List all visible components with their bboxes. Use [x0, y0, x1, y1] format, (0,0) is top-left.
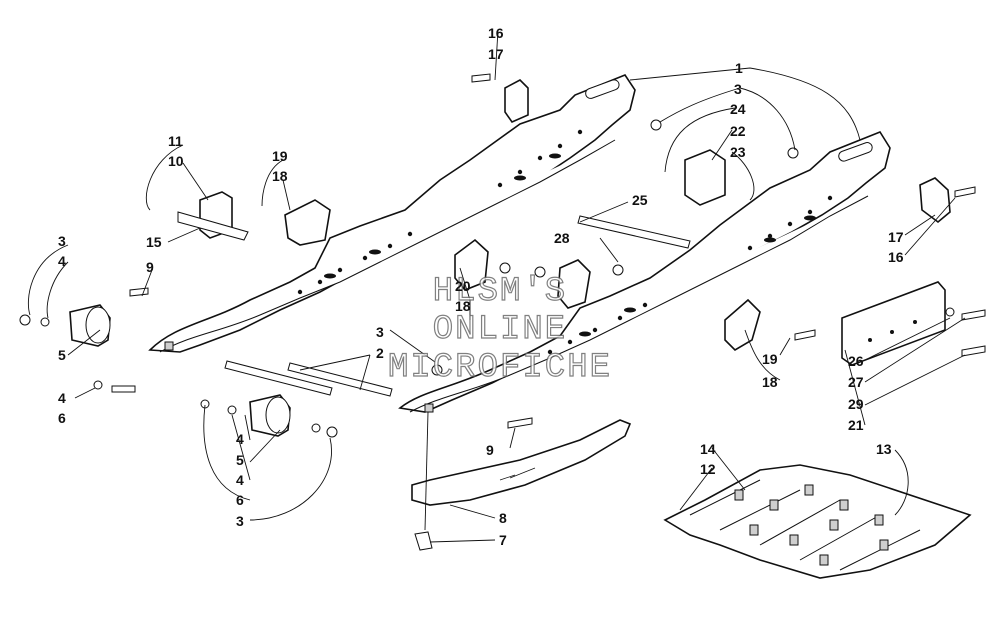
callout-24: 24: [730, 101, 746, 117]
bracket-22: [684, 149, 726, 206]
watermark-line-1: HLSM'S: [433, 273, 567, 311]
callout-22: 22: [730, 123, 746, 139]
callout-14: 14: [700, 441, 716, 457]
callout-6-b: 6: [236, 492, 244, 508]
callout-29: 29: [848, 396, 864, 412]
rail-holes-front: [547, 195, 833, 355]
callout-16-right: 16: [888, 249, 904, 265]
front-slide-rail: [398, 131, 891, 413]
callout-2: 2: [376, 345, 384, 361]
callout-17-right: 17: [888, 229, 904, 245]
callout-10: 10: [168, 153, 184, 169]
callout-labels: 1 2 3 3 3 3 4 4 4 4 5 5 6 6 7 8 9 9 10 1…: [58, 25, 904, 548]
callout-5-b: 5: [236, 452, 244, 468]
callout-25: 25: [632, 192, 648, 208]
callout-3-left: 3: [58, 233, 66, 249]
callout-16-top: 16: [488, 25, 504, 41]
callout-17-top: 17: [488, 46, 504, 62]
bracket-17-top: [504, 79, 529, 123]
callout-18-mid: 18: [455, 298, 471, 314]
bracket-17-right: [919, 177, 951, 224]
callout-9-a: 9: [146, 259, 154, 275]
cross-shafts: [224, 215, 691, 397]
callout-9-b: 9: [486, 442, 494, 458]
plate-21: [841, 281, 946, 366]
idler-wheel-left: [69, 304, 111, 347]
callout-8: 8: [499, 510, 507, 526]
callout-28: 28: [554, 230, 570, 246]
rail-holes-rear: [297, 129, 583, 295]
arm-18-mid: [454, 238, 591, 309]
arm-18-left: [284, 199, 331, 246]
callout-21: 21: [848, 417, 864, 433]
callout-15: 15: [146, 234, 162, 250]
idler-wheel-lower: [249, 394, 291, 437]
callout-4-a: 4: [58, 253, 66, 269]
callout-7: 7: [499, 532, 507, 548]
watermark-line-3: MICROFICHE: [388, 349, 612, 387]
track: [663, 464, 972, 579]
callout-18-right: 18: [762, 374, 778, 390]
track-clips: [734, 484, 889, 566]
callout-20: 20: [455, 278, 471, 294]
callout-3-mid: 3: [376, 324, 384, 340]
callout-12: 12: [700, 461, 716, 477]
callout-3-bottom: 3: [236, 513, 244, 529]
callout-1: 1: [735, 60, 743, 76]
callout-18-left: 18: [272, 168, 288, 184]
callout-4-b: 4: [58, 390, 66, 406]
callout-4-c: 4: [236, 431, 244, 447]
callout-11: 11: [168, 133, 183, 149]
rear-bracket-10: [177, 191, 249, 241]
watermark-line-2: ONLINE: [433, 311, 567, 349]
hifax-strip: [411, 419, 632, 506]
callout-4-d: 4: [236, 472, 244, 488]
callout-19-left: 19: [272, 148, 288, 164]
callout-23: 23: [730, 144, 746, 160]
callout-19-right: 19: [762, 351, 778, 367]
callout-6-a: 6: [58, 410, 66, 426]
leader-lines: [27, 29, 966, 543]
callout-5-a: 5: [58, 347, 66, 363]
watermark: HLSM'S ONLINE MICROFICHE: [387, 272, 612, 387]
callout-27: 27: [848, 374, 864, 390]
arm-18-right: [724, 298, 761, 352]
bolts-and-nuts: [19, 73, 986, 551]
callout-3-top: 3: [734, 81, 742, 97]
callout-26: 26: [848, 353, 864, 369]
callout-13: 13: [876, 441, 892, 457]
rear-slide-rail: [148, 74, 636, 353]
